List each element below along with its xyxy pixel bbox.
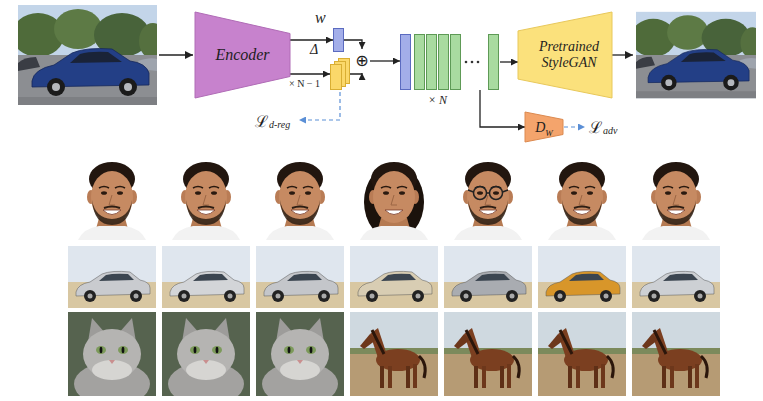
text-box: Encoder	[215, 46, 269, 64]
latent-stack-outline	[400, 34, 500, 90]
text-box: ⊕	[355, 52, 368, 70]
loss-symbol: ℒ	[589, 116, 602, 138]
node-sublabel: × N − 1	[289, 78, 320, 89]
output-photo	[631, 12, 763, 98]
flow-arrow	[350, 73, 362, 74]
flow-arrow	[290, 73, 330, 74]
node-label: Encoder	[215, 46, 269, 63]
animal-row	[68, 312, 720, 401]
node-label: × N	[428, 93, 447, 108]
node-label: w	[315, 9, 326, 27]
node-label: D	[535, 120, 545, 135]
flow-arrow	[500, 61, 518, 62]
discriminator-trapezoid: DW	[525, 112, 563, 142]
encoder-trapezoid: Encoder	[195, 12, 290, 98]
offset-stack: Δ× N − 1	[330, 58, 350, 90]
loss-subscript: d-reg	[269, 119, 290, 130]
loss-symbol: ℒ	[255, 110, 268, 132]
adv-loss-arrow	[564, 126, 585, 127]
car-row	[68, 246, 720, 308]
node-label: Pretrained StyleGAN	[532, 39, 606, 71]
flow-arrow	[370, 60, 400, 61]
flow-arrow	[290, 39, 333, 40]
input-arrow	[159, 54, 193, 55]
input-photo	[12, 5, 167, 105]
sum-symbol: ⊕	[354, 49, 370, 73]
offset-stack-outline	[330, 58, 350, 90]
latent-stack: × N	[400, 34, 500, 90]
text-box: DW	[535, 118, 553, 136]
node-label: ⊕	[355, 51, 368, 70]
flow-arrow	[344, 40, 362, 49]
flow-arrow	[480, 90, 525, 127]
face-row	[78, 162, 710, 240]
reg-loss-arrow	[299, 92, 340, 120]
latent-vector: w	[333, 28, 344, 52]
generator-trapezoid: Pretrained StyleGAN	[518, 12, 612, 98]
text-box: Pretrained StyleGAN	[524, 39, 606, 71]
node-sublabel: W	[545, 128, 553, 138]
output-arrow	[612, 54, 633, 55]
latent-vector-outline	[333, 28, 344, 52]
node-label: Δ	[310, 42, 318, 58]
loss-subscript: adv	[603, 125, 617, 136]
